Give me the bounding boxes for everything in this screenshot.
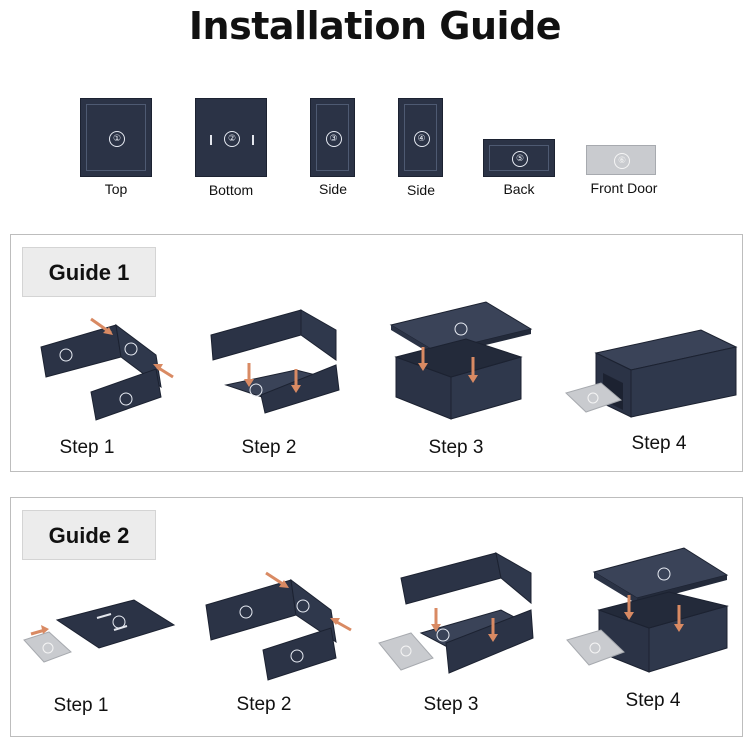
part-label-front-door: Front Door bbox=[590, 180, 658, 196]
guide-2-section: Guide 2 Step 1 Step 2 bbox=[10, 497, 743, 737]
guide-2-step-1-label: Step 1 bbox=[53, 695, 109, 716]
guide-1-step-1-illustration bbox=[40, 317, 174, 421]
part-number: ③ bbox=[325, 130, 342, 147]
guide-2-step-2-label: Step 2 bbox=[236, 694, 292, 715]
part-label-bottom: Bottom bbox=[208, 182, 254, 198]
guide-1-step-4-illustration bbox=[565, 329, 738, 418]
guide-1-step-3-illustration bbox=[389, 301, 533, 420]
guide-2-step-2-illustration bbox=[205, 571, 352, 681]
guide-2-step-4-label: Step 4 bbox=[625, 690, 681, 711]
guide-1-step-1-label: Step 1 bbox=[59, 437, 115, 458]
side-panel-image: ③ bbox=[310, 98, 355, 177]
guide-1-step-3-label: Step 3 bbox=[428, 437, 484, 458]
part-label-top: Top bbox=[104, 181, 128, 197]
part-label-side: Side bbox=[318, 181, 348, 197]
part-label-side: Side bbox=[406, 182, 436, 198]
guide-1-title: Guide 1 bbox=[22, 247, 156, 297]
guide-2-title: Guide 2 bbox=[22, 510, 156, 560]
front-door-panel-image: ⑥ bbox=[586, 145, 656, 175]
guide-2-step-1-illustration bbox=[23, 599, 176, 663]
part-number: ⑤ bbox=[512, 151, 528, 167]
part-number: ⑥ bbox=[614, 153, 630, 169]
guide-2-step-3-illustration bbox=[378, 552, 534, 674]
slot-mark bbox=[252, 135, 254, 145]
page-title: Installation Guide bbox=[188, 4, 562, 48]
guide-2-step-3-label: Step 3 bbox=[423, 694, 479, 715]
slot-mark bbox=[210, 135, 212, 145]
part-number: ② bbox=[224, 130, 240, 147]
part-number: ④ bbox=[413, 130, 430, 147]
bottom-panel-image: ② bbox=[195, 98, 267, 177]
guide-1-section: Guide 1 Step 1 Step 2 bbox=[10, 234, 743, 472]
top-panel-image: ① bbox=[80, 98, 152, 177]
side-panel-image: ④ bbox=[398, 98, 443, 177]
part-number: ① bbox=[109, 130, 125, 147]
part-label-back: Back bbox=[503, 181, 535, 197]
guide-1-step-2-label: Step 2 bbox=[241, 437, 297, 458]
guide-2-step-4-illustration bbox=[566, 547, 729, 673]
guide-1-step-4-label: Step 4 bbox=[631, 433, 687, 454]
back-panel-image: ⑤ bbox=[483, 139, 555, 177]
guide-1-step-2-illustration bbox=[210, 309, 340, 414]
